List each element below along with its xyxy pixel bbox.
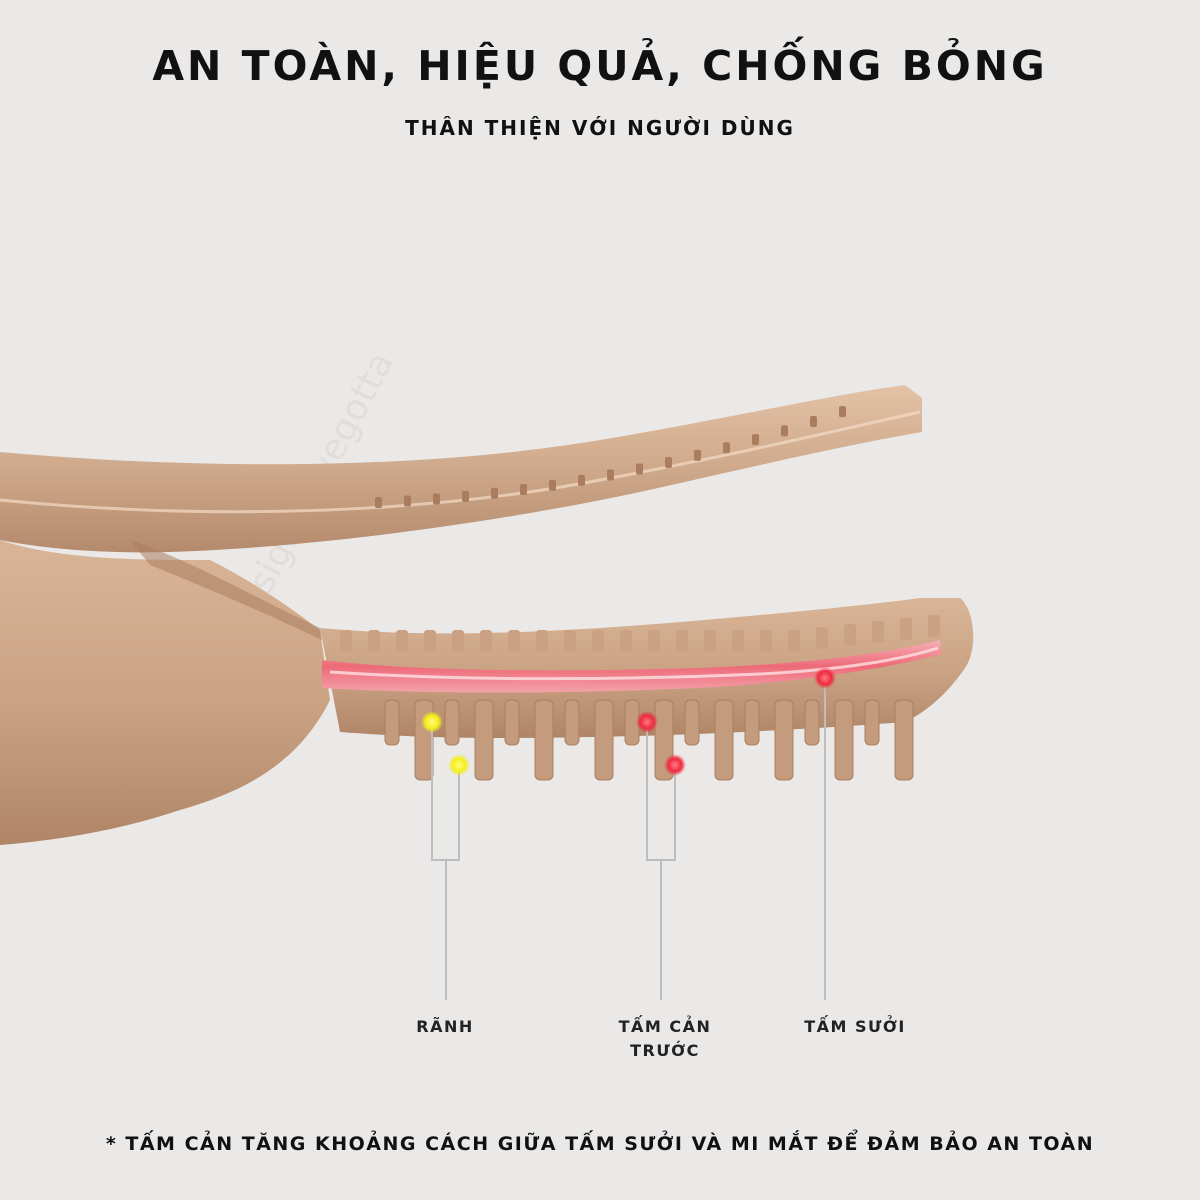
comb-tooth <box>928 615 940 637</box>
comb-tooth <box>534 699 554 781</box>
page-title: An toàn, hiệu quả, chống bỏng <box>152 42 1048 90</box>
comb-tooth <box>592 630 604 652</box>
arm-pad <box>607 469 614 481</box>
comb-tooth <box>444 699 460 746</box>
arm-pad <box>462 490 469 502</box>
callout-lines <box>431 678 826 1000</box>
arm-pad <box>636 463 643 475</box>
comb-tooth <box>594 699 614 781</box>
comb-tooth <box>536 630 548 652</box>
arm-pad <box>694 449 701 461</box>
comb-tooth <box>474 699 494 781</box>
comb-tooth <box>564 699 580 746</box>
comb-tooth <box>620 630 632 652</box>
comb-tooth <box>744 699 760 746</box>
arm-pad <box>549 479 556 491</box>
arm-pad <box>665 457 672 468</box>
upper-arm <box>0 385 922 553</box>
arm-pad <box>723 442 730 454</box>
comb-teeth-bottom <box>384 699 914 781</box>
markers <box>421 667 836 776</box>
callout-label-groove: Rãnh <box>416 1017 474 1036</box>
comb-tooth <box>648 630 660 652</box>
shield-marker-1 <box>636 711 658 733</box>
comb-tooth <box>732 630 744 652</box>
comb-tooth <box>804 699 820 746</box>
upper-arm-pads <box>375 406 846 508</box>
arm-pad <box>810 416 817 427</box>
comb-tooth <box>714 699 734 781</box>
arm-pad <box>520 484 527 495</box>
comb-tooth <box>844 624 856 646</box>
comb-tooth <box>452 630 464 652</box>
groove-marker-2 <box>448 754 470 776</box>
comb-tooth <box>480 630 492 652</box>
footnote: * Tấm cản tăng khoảng cách giữa tấm sưởi… <box>105 1133 1095 1155</box>
arm-pad <box>781 425 788 437</box>
comb-tooth <box>396 630 408 652</box>
comb-tooth <box>816 627 828 649</box>
comb-tooth <box>864 699 880 746</box>
arm-pad <box>578 474 585 486</box>
comb-tooth <box>872 621 884 643</box>
comb-tooth <box>684 699 700 746</box>
comb-tooth <box>834 699 854 781</box>
comb-tooth <box>900 618 912 640</box>
comb-tooth <box>504 699 520 746</box>
callout-label-heater: Tấm sưởi <box>804 1017 906 1036</box>
comb-tooth <box>894 699 914 781</box>
comb-tooth <box>424 630 436 652</box>
arm-pad <box>752 434 759 446</box>
lower-body <box>0 540 974 845</box>
shield-marker-2 <box>664 754 686 776</box>
arm-pad <box>839 406 846 418</box>
heater-marker <box>814 667 836 689</box>
callout-label-shield: Tấm cản trước <box>618 1017 712 1060</box>
arm-pad <box>491 487 498 499</box>
arm-pad <box>375 497 382 508</box>
comb-tooth <box>384 699 400 746</box>
comb-tooth <box>760 630 772 652</box>
comb-teeth-top <box>340 615 940 652</box>
comb-tooth <box>788 630 800 652</box>
comb-tooth <box>508 630 520 652</box>
comb-tooth <box>340 630 352 652</box>
arm-pad <box>433 493 440 505</box>
comb-tooth <box>704 630 716 652</box>
comb-tooth <box>564 630 576 652</box>
comb-tooth <box>368 630 380 652</box>
arm-pad <box>404 495 411 507</box>
comb-tooth <box>774 699 794 781</box>
groove-marker-1 <box>421 711 443 733</box>
comb-tooth <box>676 630 688 652</box>
page-subtitle: Thân thiện với người dùng <box>405 116 795 140</box>
